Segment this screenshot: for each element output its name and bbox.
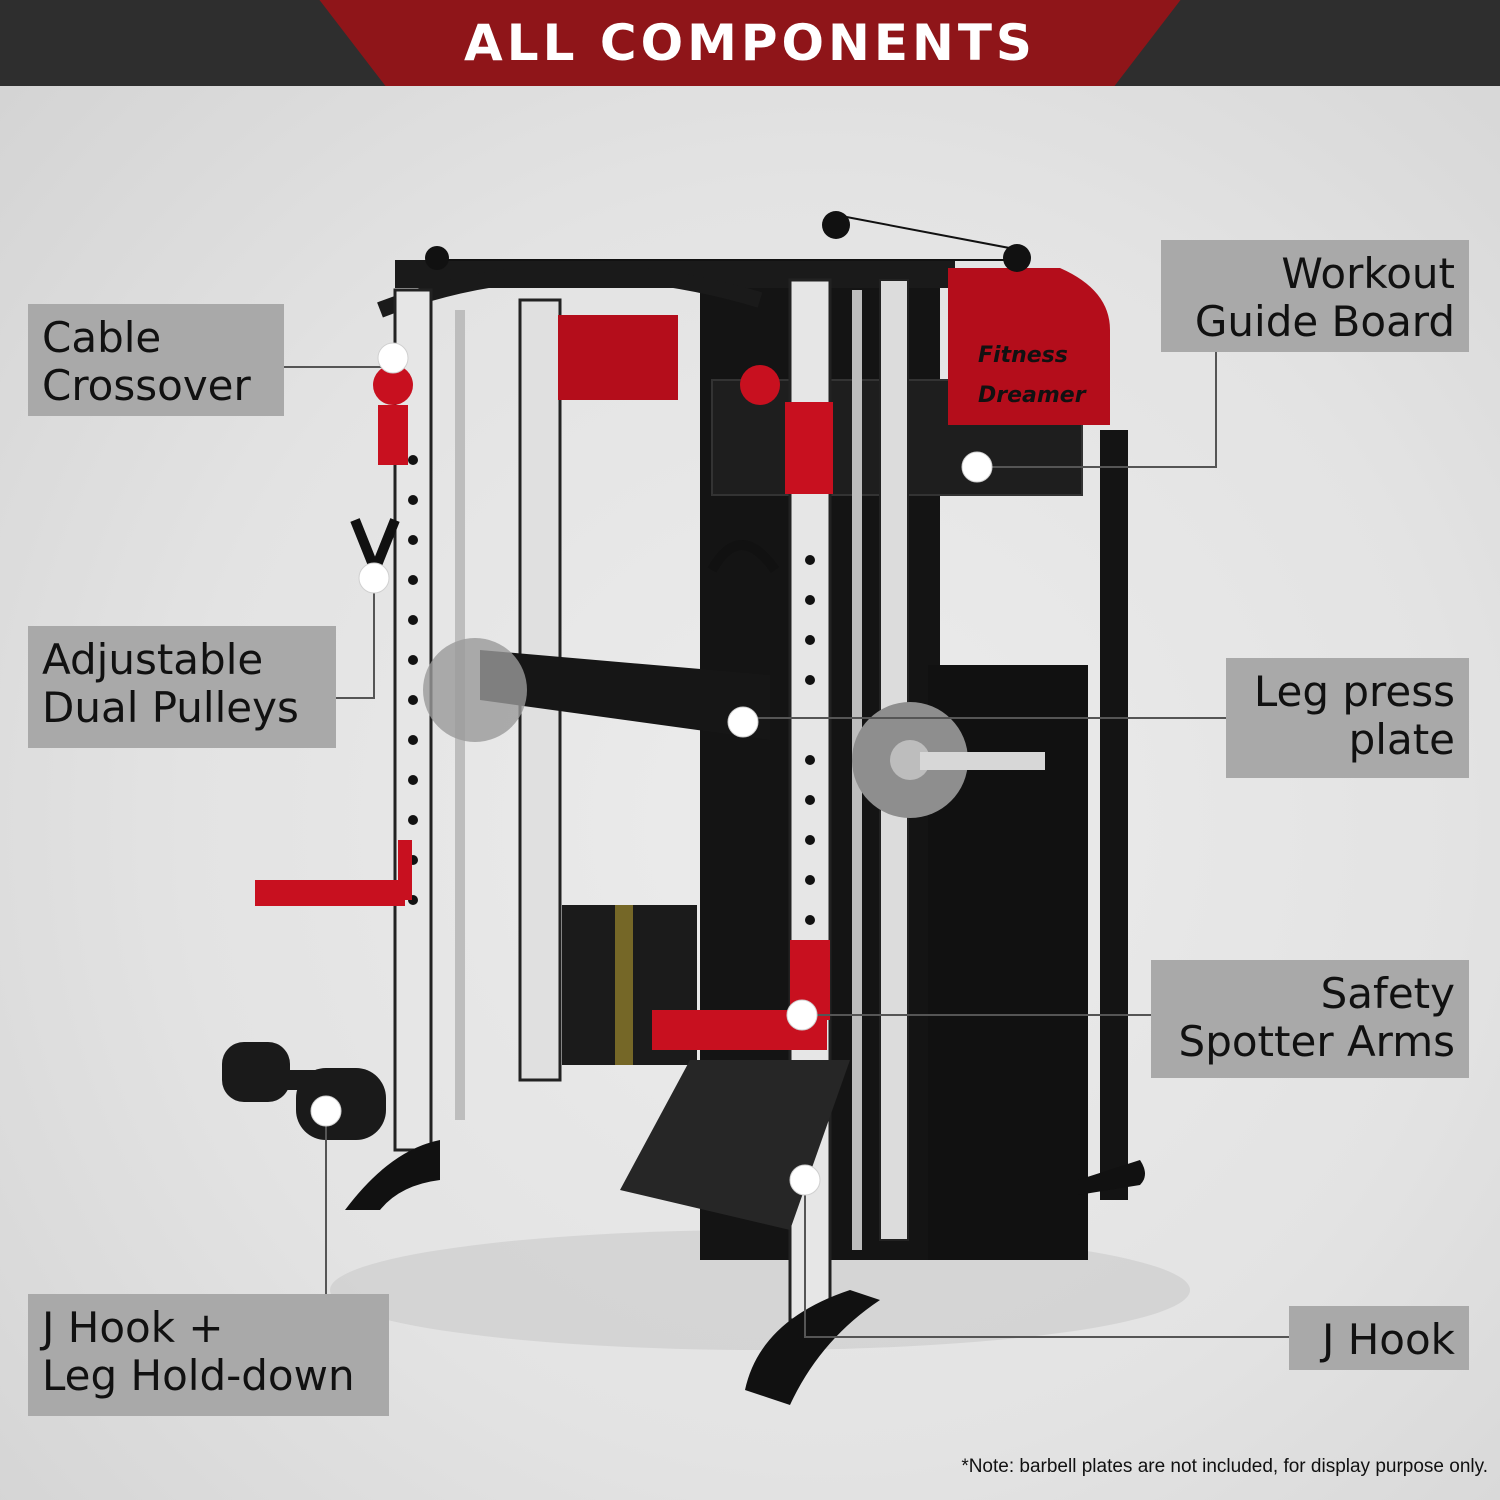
disclaimer-note: *Note: barbell plates are not included, … bbox=[961, 1456, 1488, 1477]
label-safety-spotter-arms: Safety Spotter Arms bbox=[1151, 960, 1469, 1078]
marker-spotter-arms bbox=[786, 999, 818, 1031]
marker-jhook bbox=[789, 1164, 821, 1196]
brand-line1: Fitness bbox=[978, 343, 1068, 368]
label-jhook-leg-hold-down: J Hook + Leg Hold-down bbox=[28, 1294, 389, 1416]
label-leg-press-plate: Leg press plate bbox=[1226, 658, 1469, 778]
marker-cable-crossover bbox=[377, 342, 409, 374]
label-cable-crossover: Cable Crossover bbox=[28, 304, 284, 416]
header-red-banner bbox=[319, 0, 1181, 86]
marker-jhook-leg bbox=[310, 1095, 342, 1127]
label-adjustable-dual-pulleys: Adjustable Dual Pulleys bbox=[28, 626, 336, 748]
marker-dual-pulleys bbox=[358, 562, 390, 594]
brand-line2: Dreamer bbox=[978, 383, 1087, 408]
marker-leg-press bbox=[727, 706, 759, 738]
label-jhook: J Hook bbox=[1289, 1306, 1469, 1370]
label-workout-guide-board: Workout Guide Board bbox=[1161, 240, 1469, 352]
marker-guide-board bbox=[961, 451, 993, 483]
page-title: ALL COMPONENTS bbox=[464, 14, 1036, 72]
